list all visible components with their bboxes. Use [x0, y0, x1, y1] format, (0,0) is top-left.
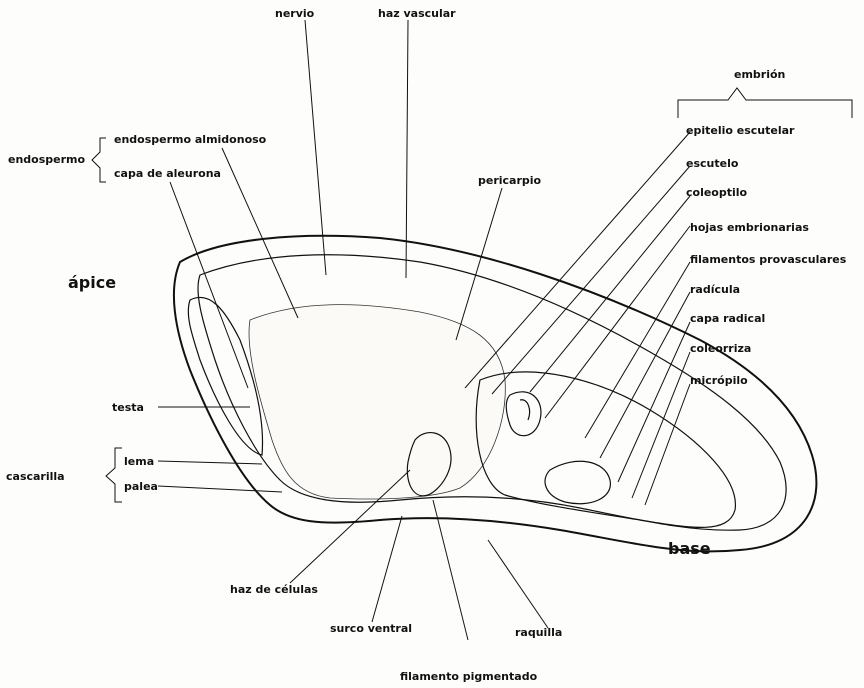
label-epitelio-escutelar: epitelio escutelar [686, 124, 795, 137]
label-apice: ápice [68, 273, 116, 292]
label-filamentos-provasculares: filamentos provasculares [690, 253, 847, 266]
label-pericarpio: pericarpio [478, 174, 542, 187]
label-radicula: radícula [690, 283, 740, 296]
embrion-bracket [678, 88, 852, 118]
radicle-shape [545, 461, 610, 503]
coleoptile-shape [506, 392, 541, 436]
embryo-region [476, 372, 735, 527]
label-embrion: embrión [734, 68, 785, 81]
label-surco-ventral: surco ventral [330, 622, 412, 635]
label-filamento-pigmentado: filamento pigmentado [400, 670, 538, 683]
cascarilla-bracket [106, 448, 122, 502]
label-coleoptilo: coleoptilo [686, 186, 748, 199]
label-raquilla: raquilla [515, 626, 562, 639]
label-lema: lema [124, 455, 154, 468]
label-capa-radical: capa radical [690, 312, 765, 325]
label-nervio: nervio [275, 7, 315, 20]
endospermo-bracket [92, 138, 106, 182]
label-haz-de-celulas: haz de células [230, 583, 318, 596]
label-endospermo-almidonoso: endospermo almidonoso [114, 133, 267, 146]
label-base: base [668, 539, 711, 558]
label-cascarilla: cascarilla [6, 470, 65, 483]
label-coleorriza: coleorriza [690, 342, 751, 355]
embryonic-leaves [520, 400, 530, 420]
label-palea: palea [124, 480, 158, 493]
label-hojas-embrionarias: hojas embrionarias [690, 221, 809, 234]
label-endospermo: endospermo [8, 153, 85, 166]
label-capa-de-aleurona: capa de aleurona [114, 167, 221, 180]
label-micropilo: micrópilo [690, 374, 748, 387]
starchy-endosperm-region [249, 305, 505, 499]
label-haz-vascular: haz vascular [378, 7, 456, 20]
label-testa: testa [112, 401, 144, 414]
label-escutelo: escutelo [686, 157, 739, 170]
